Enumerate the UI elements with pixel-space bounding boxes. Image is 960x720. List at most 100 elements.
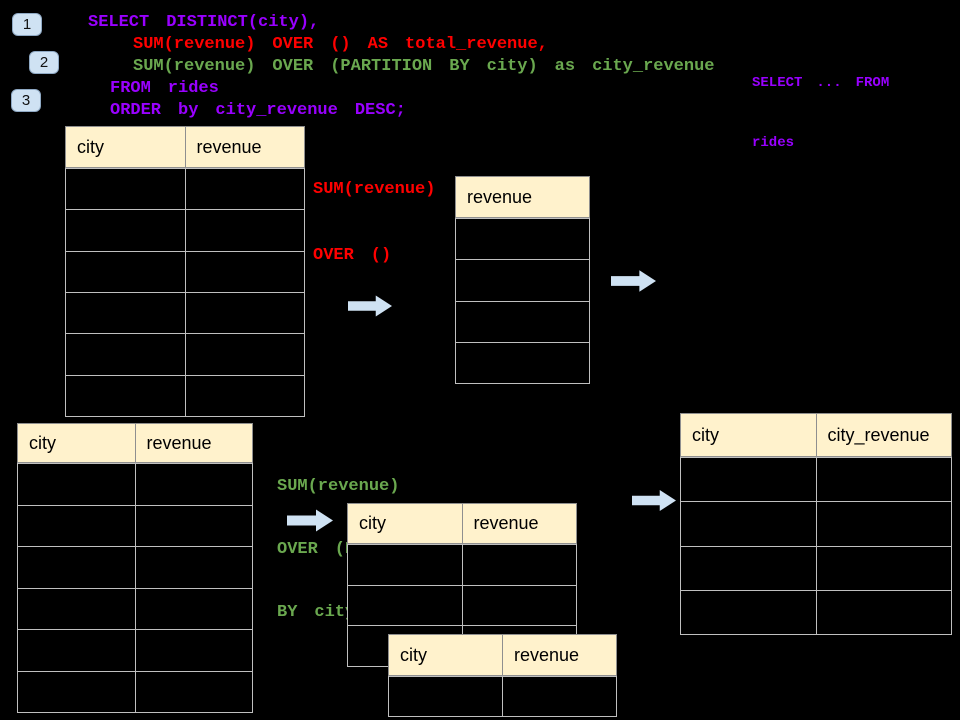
table-header-row: revenue bbox=[455, 176, 590, 218]
table-cell-empty bbox=[461, 544, 577, 586]
table-row bbox=[680, 545, 952, 591]
table-cell-empty bbox=[134, 504, 253, 547]
table-cell-empty bbox=[455, 259, 590, 302]
table-cell-empty bbox=[388, 676, 503, 717]
column-header-revenue: revenue bbox=[461, 503, 577, 544]
column-header-city: city bbox=[680, 413, 817, 457]
table-cell-empty bbox=[134, 629, 253, 672]
column-header-city: city bbox=[17, 423, 136, 463]
step-badge-1: 1 bbox=[12, 13, 42, 36]
table-cell-empty bbox=[815, 589, 952, 635]
arrow-right-icon bbox=[287, 508, 333, 533]
step-badge-2: 2 bbox=[29, 51, 59, 74]
table-row bbox=[17, 546, 253, 589]
table-cell-empty bbox=[680, 501, 817, 547]
table-cell-empty bbox=[184, 291, 305, 335]
table-cell-empty bbox=[134, 670, 253, 713]
table-row bbox=[347, 544, 577, 586]
table-row bbox=[65, 168, 305, 211]
table-cell-empty bbox=[461, 584, 577, 627]
table-row bbox=[65, 333, 305, 376]
table-row bbox=[388, 676, 617, 717]
table-row bbox=[680, 589, 952, 635]
table-cell-empty bbox=[17, 670, 136, 713]
table-cell-empty bbox=[502, 676, 617, 717]
sql-code-line-sum-over: SUM(revenue) OVER () AS total_revenue, bbox=[133, 35, 548, 54]
table-cell-empty bbox=[65, 333, 186, 376]
sql-code-line-order-by: ORDER by city_revenue DESC; bbox=[110, 101, 406, 120]
table-cell-empty bbox=[347, 544, 463, 586]
table-cell-empty bbox=[455, 300, 590, 343]
table-cell-empty bbox=[184, 209, 305, 252]
table-cell-empty bbox=[65, 291, 186, 335]
table-row bbox=[680, 457, 952, 503]
step-badge-3: 3 bbox=[11, 89, 41, 112]
side-note-line-1: SELECT ... FROM bbox=[752, 75, 890, 91]
table-cell-empty bbox=[455, 341, 590, 384]
table-cell-empty bbox=[815, 501, 952, 547]
column-header-city: city bbox=[388, 634, 503, 676]
table-row bbox=[17, 629, 253, 672]
table-cell-empty bbox=[65, 250, 186, 293]
arrow-right-icon bbox=[348, 293, 392, 319]
table-cell-empty bbox=[347, 584, 463, 627]
column-header-revenue: revenue bbox=[134, 423, 253, 463]
table-cell-empty bbox=[17, 546, 136, 589]
annotation-total-revenue: SUM(revenue) OVER () bbox=[313, 135, 435, 311]
arrow-right-icon bbox=[632, 487, 676, 514]
column-header-city: city bbox=[65, 126, 186, 168]
column-header-revenue: revenue bbox=[184, 126, 305, 168]
table-row bbox=[17, 587, 253, 630]
table-cell-empty bbox=[184, 333, 305, 376]
table-cell-empty bbox=[815, 457, 952, 503]
table-row bbox=[347, 584, 577, 627]
sql-code-line-sum-partition: SUM(revenue) OVER (PARTITION BY city) as… bbox=[133, 57, 715, 76]
table-row bbox=[65, 291, 305, 335]
table-cell-empty bbox=[184, 250, 305, 293]
table-row bbox=[455, 300, 590, 343]
column-header-revenue: revenue bbox=[502, 634, 617, 676]
sql-code-line-from: FROM rides bbox=[110, 79, 219, 98]
table-cell-empty bbox=[134, 463, 253, 506]
table-cell-empty bbox=[455, 218, 590, 261]
table-cell-empty bbox=[65, 168, 186, 211]
table-row bbox=[455, 218, 590, 261]
column-header-revenue: revenue bbox=[455, 176, 590, 218]
table-cell-empty bbox=[65, 209, 186, 252]
table-row bbox=[65, 209, 305, 252]
table-cell-empty bbox=[134, 587, 253, 630]
table-row bbox=[680, 501, 952, 547]
table-cell-empty bbox=[680, 589, 817, 635]
annotation-partition-line-1: SUM(revenue) bbox=[277, 477, 400, 496]
table-total-revenue-result: revenue bbox=[455, 176, 590, 384]
table-cell-empty bbox=[680, 457, 817, 503]
table-cell-empty bbox=[680, 545, 817, 591]
table-cell-empty bbox=[65, 374, 186, 417]
table-row bbox=[17, 504, 253, 547]
table-row bbox=[65, 250, 305, 293]
table-cell-empty bbox=[17, 629, 136, 672]
table-row bbox=[17, 670, 253, 713]
table-cell-empty bbox=[17, 587, 136, 630]
table-row bbox=[17, 463, 253, 506]
table-row bbox=[65, 374, 305, 417]
column-header-city_revenue: city_revenue bbox=[815, 413, 952, 457]
annotation-total-line-2: OVER () bbox=[313, 246, 392, 265]
table-cell-empty bbox=[17, 463, 136, 506]
table-cell-empty bbox=[17, 504, 136, 547]
side-note-select-from: SELECT ... FROM rides bbox=[752, 33, 889, 193]
column-header-city: city bbox=[347, 503, 463, 544]
table-cell-empty bbox=[134, 546, 253, 589]
table-row bbox=[455, 341, 590, 384]
arrow-right-icon bbox=[611, 269, 656, 293]
